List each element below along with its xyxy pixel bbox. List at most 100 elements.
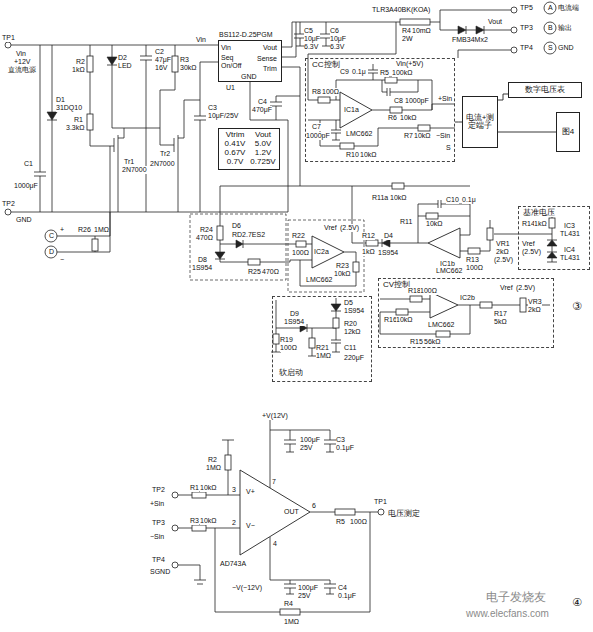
part-label: U1 [226,84,235,92]
part-label: 100Ω [280,344,297,352]
part-label: 1000pF [405,97,429,105]
part-label: LMC662 [306,276,332,284]
resistor-symbol [318,97,330,103]
resistor-symbol [390,107,402,113]
part-label: Vref [500,284,513,292]
part-label: Vref [324,224,337,232]
part-label: 1MΩ [316,352,331,360]
part-label: C4 [258,98,267,106]
part-label: 10kΩ [414,132,431,140]
part-label: R1 [190,484,199,492]
part-label: Vin [196,36,206,44]
part-label: TP1 [374,498,387,506]
part-label: D6 [232,222,241,230]
resistor-symbol [192,492,206,498]
part-label: R11a [372,194,388,202]
part-label: 6 [312,502,316,510]
part-label: VR3 [528,298,542,306]
part-label: D8 [198,256,207,264]
part-label: IC1a [344,106,359,114]
part-label: 100Ω [292,249,309,257]
diode-symbol [458,26,466,34]
node-text: 电流+测定端子 [464,114,496,131]
part-label: S [446,144,451,152]
part-label: TL431 [560,254,580,262]
part-label: D5 [344,299,353,307]
part-label: 3 [232,486,236,494]
part-label: R6 [388,114,397,122]
resistor-symbol [396,309,408,315]
part-label: R5 [380,69,389,77]
part-label: IC2a [314,248,329,256]
part-label: 1S954 [284,318,304,326]
node-text: 0.41V [225,140,246,148]
part-label: 1kΩ [534,220,547,228]
resistor-symbol [426,213,438,219]
part-label: FMB34Mx2 [452,36,488,44]
node-text: Vtrim [226,131,245,139]
part-label: R13 [466,256,479,264]
part-label: (2.5V) [522,248,541,256]
wire [8,10,557,612]
part-label: GND [16,216,32,224]
part-label: LMC662 [436,267,462,275]
part-label: RD2.7ES2 [232,231,265,239]
part-label: 56kΩ [424,338,441,346]
node-text: 0.7V [227,158,243,166]
part-label: R4 [284,600,293,608]
part-label: R3 [180,56,189,64]
part-label: 0.1μ [352,68,366,76]
part-label: 470Ω [196,234,213,242]
terminal-symbol [172,525,178,531]
part-label: 2N7000 [122,166,147,174]
wire [8,10,557,612]
part-label: 10kΩ [200,484,217,492]
node-text: Sense [257,55,277,62]
part-label: 5kΩ [494,318,507,326]
part-label: 3.3kΩ [66,124,84,132]
part-label: TP2 [152,486,165,494]
resistor-symbol [309,338,315,348]
part-label: R22 [292,232,305,240]
diode-symbol [476,26,484,34]
part-label: C11 [344,344,356,352]
resistor-symbol [480,302,492,308]
part-label: + [60,226,64,234]
node-text: 0.67V [225,149,246,157]
part-label: C2 [155,48,164,56]
terminal-symbol [5,42,11,48]
resistor-symbol [87,19,555,615]
part-label: 10kΩ [400,114,417,122]
part-label: 31DQ10 [56,104,82,112]
part-label: D1 [56,96,65,104]
node-text: 0.725V [250,158,275,166]
part-label: −Sin [436,132,450,140]
part-label: 10kΩ [200,517,217,525]
part-label: 10μF/25V [208,112,239,120]
diode-symbol [382,239,390,247]
terminal-symbol [172,492,178,498]
node-text: Vout [263,44,277,51]
terminal-symbol [511,27,517,33]
opamp-symbol [428,228,460,258]
part-label: Tr2 [160,150,170,158]
resistor-symbol [385,77,397,83]
part-label: 6.3V [304,43,318,51]
resistor-symbol [392,183,404,189]
resistor-symbol [410,296,422,302]
resistor-symbol [92,239,98,251]
resistor-symbol [335,509,355,515]
terminal-symbol [5,2,556,568]
wire-connector [498,94,508,100]
opamp-symbol [340,92,372,128]
part-label: 100μF [298,584,318,592]
node-text: 数字电压表 [525,86,565,94]
part-label: R18 [408,287,421,295]
part-label: 电压测定 [388,509,420,519]
part-label: 16V [155,64,167,72]
region-heading: 软启动 [279,369,303,377]
resistor-symbol [487,228,493,240]
regulator-box: BS112-D.25PGMVinSeqOn/OffGNDVoutSenseTri… [218,40,282,82]
part-label: R7 [404,132,413,140]
